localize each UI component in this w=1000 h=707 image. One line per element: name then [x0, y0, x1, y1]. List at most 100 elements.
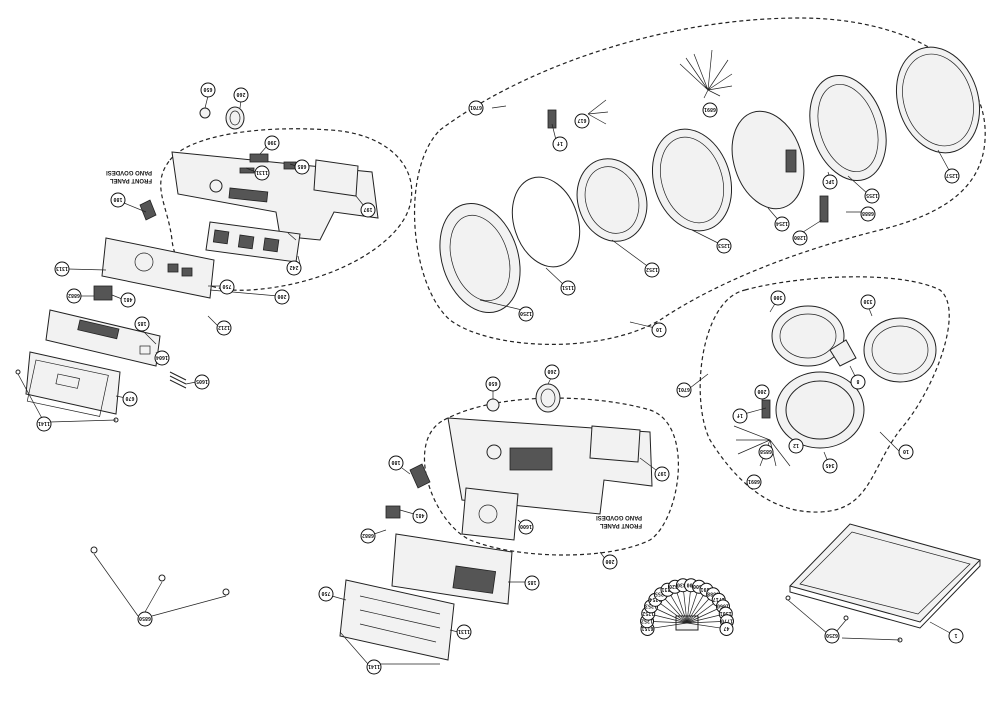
callout-number: 10	[656, 326, 662, 332]
door-frame-2	[651, 128, 733, 232]
callout-number: 750	[222, 283, 231, 289]
callout-number: 1253	[645, 603, 657, 609]
callout-number: 1252	[646, 266, 658, 272]
callout-number: 345	[825, 462, 834, 468]
callout-d-switch-screw: 6882	[360, 528, 376, 544]
callout-number: 1320	[669, 583, 681, 589]
callout-a-board-a: 242	[286, 260, 302, 276]
callout-number: 1PC	[825, 178, 834, 184]
callout-number: 6891	[700, 586, 712, 592]
small-switch	[93, 285, 113, 301]
callout-number: 6891	[704, 106, 716, 112]
callout-number: 390	[267, 139, 276, 145]
callout-number: 300	[773, 294, 782, 300]
callout-number: 650	[488, 380, 497, 386]
small-knob-center	[486, 398, 500, 412]
large-knob	[225, 106, 245, 130]
callout-number: 6858	[760, 448, 772, 454]
callout-number: 1f	[737, 412, 743, 418]
callout-number: 1301	[720, 610, 732, 616]
callout-b-screw: 6701	[468, 100, 484, 116]
window-part	[461, 487, 519, 541]
outer-glass	[895, 46, 981, 154]
door-ring-1	[439, 202, 521, 314]
screw	[222, 588, 230, 596]
label-frame-center	[589, 425, 641, 463]
callout-number: 6891	[748, 478, 760, 484]
callout-number: 685	[297, 163, 306, 169]
callout-d-window: 1600	[518, 519, 534, 535]
display-window	[228, 187, 269, 203]
pin	[829, 339, 857, 367]
callout-number: 200	[605, 558, 614, 564]
callout-number: 185	[137, 320, 146, 326]
callout-c-seal: 200	[754, 384, 770, 400]
callout-d-knob-large: 260	[544, 364, 560, 380]
knob-hole	[209, 179, 223, 193]
callout-a-main-board-screw: 1212	[216, 320, 232, 336]
lamp-part	[139, 199, 157, 221]
hinge-screw-set	[587, 99, 609, 125]
callout-number: 1313	[56, 265, 68, 271]
callout-number: 6882	[68, 292, 80, 298]
callout-d-frame-label: 197	[654, 466, 670, 482]
callout-c-frame: 12	[788, 438, 804, 454]
callout-c-hinge: 345	[822, 458, 838, 474]
door-frame-3	[731, 110, 805, 210]
callout-number: 1255	[655, 590, 667, 596]
callout-number: 6888	[862, 210, 874, 216]
callout-a-clip: 685	[294, 159, 310, 175]
callout-number: 47	[723, 625, 729, 631]
callout-number: 481	[415, 512, 424, 518]
callout-number: 1605	[196, 378, 208, 384]
callout-b-seal: 1151	[560, 280, 576, 296]
callout-number: 8	[856, 378, 859, 384]
inner-glass	[576, 158, 648, 242]
label-frame	[313, 159, 359, 197]
callout-b-glass-outer: 1257	[944, 168, 960, 184]
callout-number: 197	[363, 206, 372, 212]
callout-number: 6701	[470, 104, 482, 110]
callout-number: 1600	[520, 523, 532, 529]
callout-number: 185	[527, 579, 536, 585]
callout-c-ring-a: 300	[770, 290, 786, 306]
group-c-boundary	[699, 276, 950, 513]
callout-a-panel-group: 200	[274, 289, 290, 305]
switch-part	[249, 153, 269, 163]
door-frame-4	[809, 74, 887, 182]
callout-number: 200	[757, 388, 766, 394]
group-d-control-panel: PANO GOVDESI FRONT PANEL	[331, 377, 679, 665]
callout-number: 1254	[649, 596, 661, 602]
group-a-control-panel: PANO GOVDESI FRONT PANEL	[15, 95, 413, 423]
callout-number: 1231	[662, 586, 674, 592]
callout-number: 1f	[557, 140, 563, 146]
callout-b-group: 10	[651, 322, 667, 338]
small-knob	[199, 107, 211, 119]
door-hinge	[785, 149, 797, 173]
callout-a-display: 185	[134, 316, 150, 332]
callout-a-cable: 1604	[154, 350, 170, 366]
callout-number: 1717	[713, 596, 725, 602]
group-b-boundary	[413, 17, 986, 345]
seal-frame	[775, 371, 865, 449]
group-a-boundary	[160, 128, 413, 291]
callout-bubbles: 6502603901131685197180242200121275048168…	[36, 82, 964, 675]
callout-number: 1255	[866, 192, 878, 198]
callout-number: 1770	[721, 617, 733, 623]
callout-b-wires: 6891	[702, 102, 718, 118]
large-knob-center	[535, 383, 561, 413]
ring-a	[771, 305, 845, 367]
group-d-boundary	[423, 397, 679, 556]
callout-number: 1252	[642, 610, 654, 616]
screw	[90, 546, 98, 554]
callout-d-switch: 481	[412, 508, 428, 524]
housing-center	[339, 579, 455, 661]
callout-number: 10	[903, 448, 909, 454]
callout-number: 260	[236, 91, 245, 97]
callout-number: 1660	[717, 603, 729, 609]
callout-c-ring-b: 330	[860, 294, 876, 310]
callout-number: 670	[125, 395, 134, 401]
callout-number: 197	[657, 470, 666, 476]
callout-number: 1253	[718, 242, 730, 248]
